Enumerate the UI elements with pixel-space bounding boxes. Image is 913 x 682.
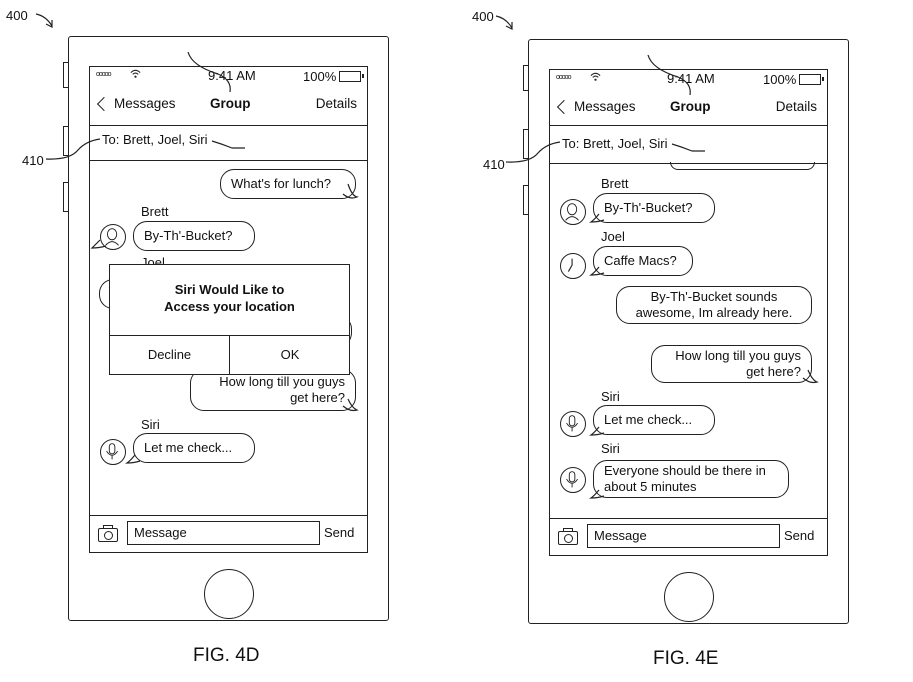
- divider: [229, 335, 230, 375]
- battery-indicator: 100%: [303, 69, 365, 84]
- battery-percent: 100%: [763, 72, 797, 87]
- sender-name: Brett: [601, 176, 629, 191]
- sender-name: Siri: [601, 441, 620, 456]
- arrow-400-left: [45, 20, 53, 28]
- send-button[interactable]: Send: [324, 525, 355, 540]
- ref-numeral-410-left: 410: [22, 153, 44, 168]
- arrow-400-right: [505, 22, 513, 30]
- status-bar: ooooo 9:41 AM 100%: [90, 67, 367, 85]
- ref-numeral-400-right: 400: [472, 9, 494, 24]
- home-button-right[interactable]: [664, 572, 714, 622]
- message-bubble-incoming: Caffe Macs?: [593, 246, 693, 276]
- status-time: 9:41 AM: [667, 71, 715, 86]
- person-icon: [100, 224, 126, 250]
- message-text: How long till you guys get here?: [675, 348, 801, 379]
- side-button-left-1: [63, 62, 68, 88]
- person-icon: [560, 199, 586, 225]
- nav-bar: Messages Group Details: [550, 94, 827, 120]
- status-time: 9:41 AM: [208, 68, 256, 83]
- message-composer: Message Send: [550, 520, 827, 555]
- side-button-right-2: [523, 129, 528, 159]
- screen-left: ooooo 9:41 AM 100% Messages Group Detail…: [89, 66, 368, 553]
- figure-label-right: FIG. 4E: [653, 648, 719, 669]
- figure-label-left: FIG. 4D: [193, 645, 260, 666]
- sender-name: Joel: [601, 229, 625, 244]
- message-bubble-partial: [670, 162, 815, 170]
- back-button[interactable]: Messages: [574, 99, 636, 114]
- ok-button[interactable]: OK: [280, 347, 300, 362]
- microphone-icon: [560, 411, 586, 437]
- home-button-left[interactable]: [204, 569, 254, 619]
- alert-title: Siri Would Like to Access your location: [110, 281, 349, 315]
- nav-bar: Messages Group Details: [90, 91, 367, 117]
- message-input[interactable]: Message: [127, 521, 320, 545]
- back-button[interactable]: Messages: [114, 96, 176, 111]
- message-bubble-outgoing: How long till you guys get here?: [651, 345, 812, 383]
- divider: [550, 163, 827, 164]
- conversation-title: Group: [670, 99, 711, 114]
- message-text: Let me check...: [604, 412, 693, 427]
- microphone-icon: [560, 467, 586, 493]
- battery-percent: 100%: [303, 69, 337, 84]
- side-button-left-3: [63, 182, 68, 212]
- recipients-field[interactable]: To: Brett, Joel, Siri: [102, 132, 208, 147]
- decline-button[interactable]: Decline: [147, 347, 192, 362]
- signal-dots-icon: ooooo: [556, 74, 572, 81]
- wifi-icon: [590, 72, 601, 81]
- battery-icon: [799, 74, 825, 85]
- leader-400-left: [35, 13, 53, 27]
- sender-name: Siri: [601, 389, 620, 404]
- wifi-icon: [130, 69, 141, 78]
- conversation-title: Group: [210, 96, 251, 111]
- message-bubble-outgoing: How long till you guys get here?: [190, 369, 356, 411]
- message-composer: Message Send: [90, 517, 367, 552]
- divider: [550, 125, 827, 126]
- message-text: Everyone should be there in about 5 minu…: [604, 463, 766, 494]
- status-bar: ooooo 9:41 AM 100%: [550, 70, 827, 88]
- sender-name: Siri: [141, 417, 160, 432]
- message-text: What's for lunch?: [231, 176, 332, 191]
- divider: [90, 515, 367, 516]
- message-text: By-Th'-Bucket?: [144, 228, 233, 243]
- sender-name: Brett: [141, 204, 169, 219]
- divider: [90, 160, 367, 161]
- camera-icon[interactable]: [98, 525, 118, 542]
- clock-icon: [560, 253, 586, 279]
- message-text: Caffe Macs?: [604, 253, 677, 268]
- message-bubble-outgoing: By-Th'-Bucket sounds awesome, Im already…: [616, 286, 812, 324]
- message-bubble-incoming: Let me check...: [593, 405, 715, 435]
- divider: [90, 125, 367, 126]
- chevron-left-icon[interactable]: [556, 99, 572, 115]
- ref-numeral-410-right: 410: [483, 157, 505, 172]
- message-text: How long till you guys get here?: [219, 374, 345, 405]
- details-button[interactable]: Details: [775, 99, 817, 114]
- message-text: Let me check...: [144, 440, 233, 455]
- message-bubble-incoming: Everyone should be there in about 5 minu…: [593, 460, 789, 498]
- message-bubble-incoming: By-Th'-Bucket?: [133, 221, 255, 251]
- leader-400-right: [495, 15, 513, 29]
- signal-dots-icon: ooooo: [96, 71, 112, 78]
- details-button[interactable]: Details: [315, 96, 357, 111]
- battery-icon: [339, 71, 365, 82]
- chevron-left-icon[interactable]: [96, 96, 112, 112]
- alert-title-text: Siri Would Like to Access your location: [164, 282, 295, 314]
- recipients-field[interactable]: To: Brett, Joel, Siri: [562, 136, 668, 151]
- screen-right: ooooo 9:41 AM 100% Messages Group Detail…: [549, 69, 828, 556]
- side-button-left-2: [63, 126, 68, 156]
- message-text: By-Th'-Bucket sounds awesome, Im already…: [635, 289, 793, 320]
- side-button-right-1: [523, 65, 528, 91]
- divider: [550, 518, 827, 519]
- camera-icon[interactable]: [558, 528, 578, 545]
- message-bubble-incoming: Let me check...: [133, 433, 255, 463]
- send-button[interactable]: Send: [784, 528, 815, 543]
- ref-numeral-400-left: 400: [6, 8, 28, 23]
- microphone-icon: [100, 439, 126, 465]
- message-bubble-incoming: By-Th'-Bucket?: [593, 193, 715, 223]
- side-button-right-3: [523, 185, 528, 215]
- message-bubble-outgoing: What's for lunch?: [220, 169, 356, 199]
- location-permission-alert: Siri Would Like to Access your location …: [109, 264, 350, 375]
- battery-indicator: 100%: [763, 72, 825, 87]
- message-input[interactable]: Message: [587, 524, 780, 548]
- message-text: By-Th'-Bucket?: [604, 200, 693, 215]
